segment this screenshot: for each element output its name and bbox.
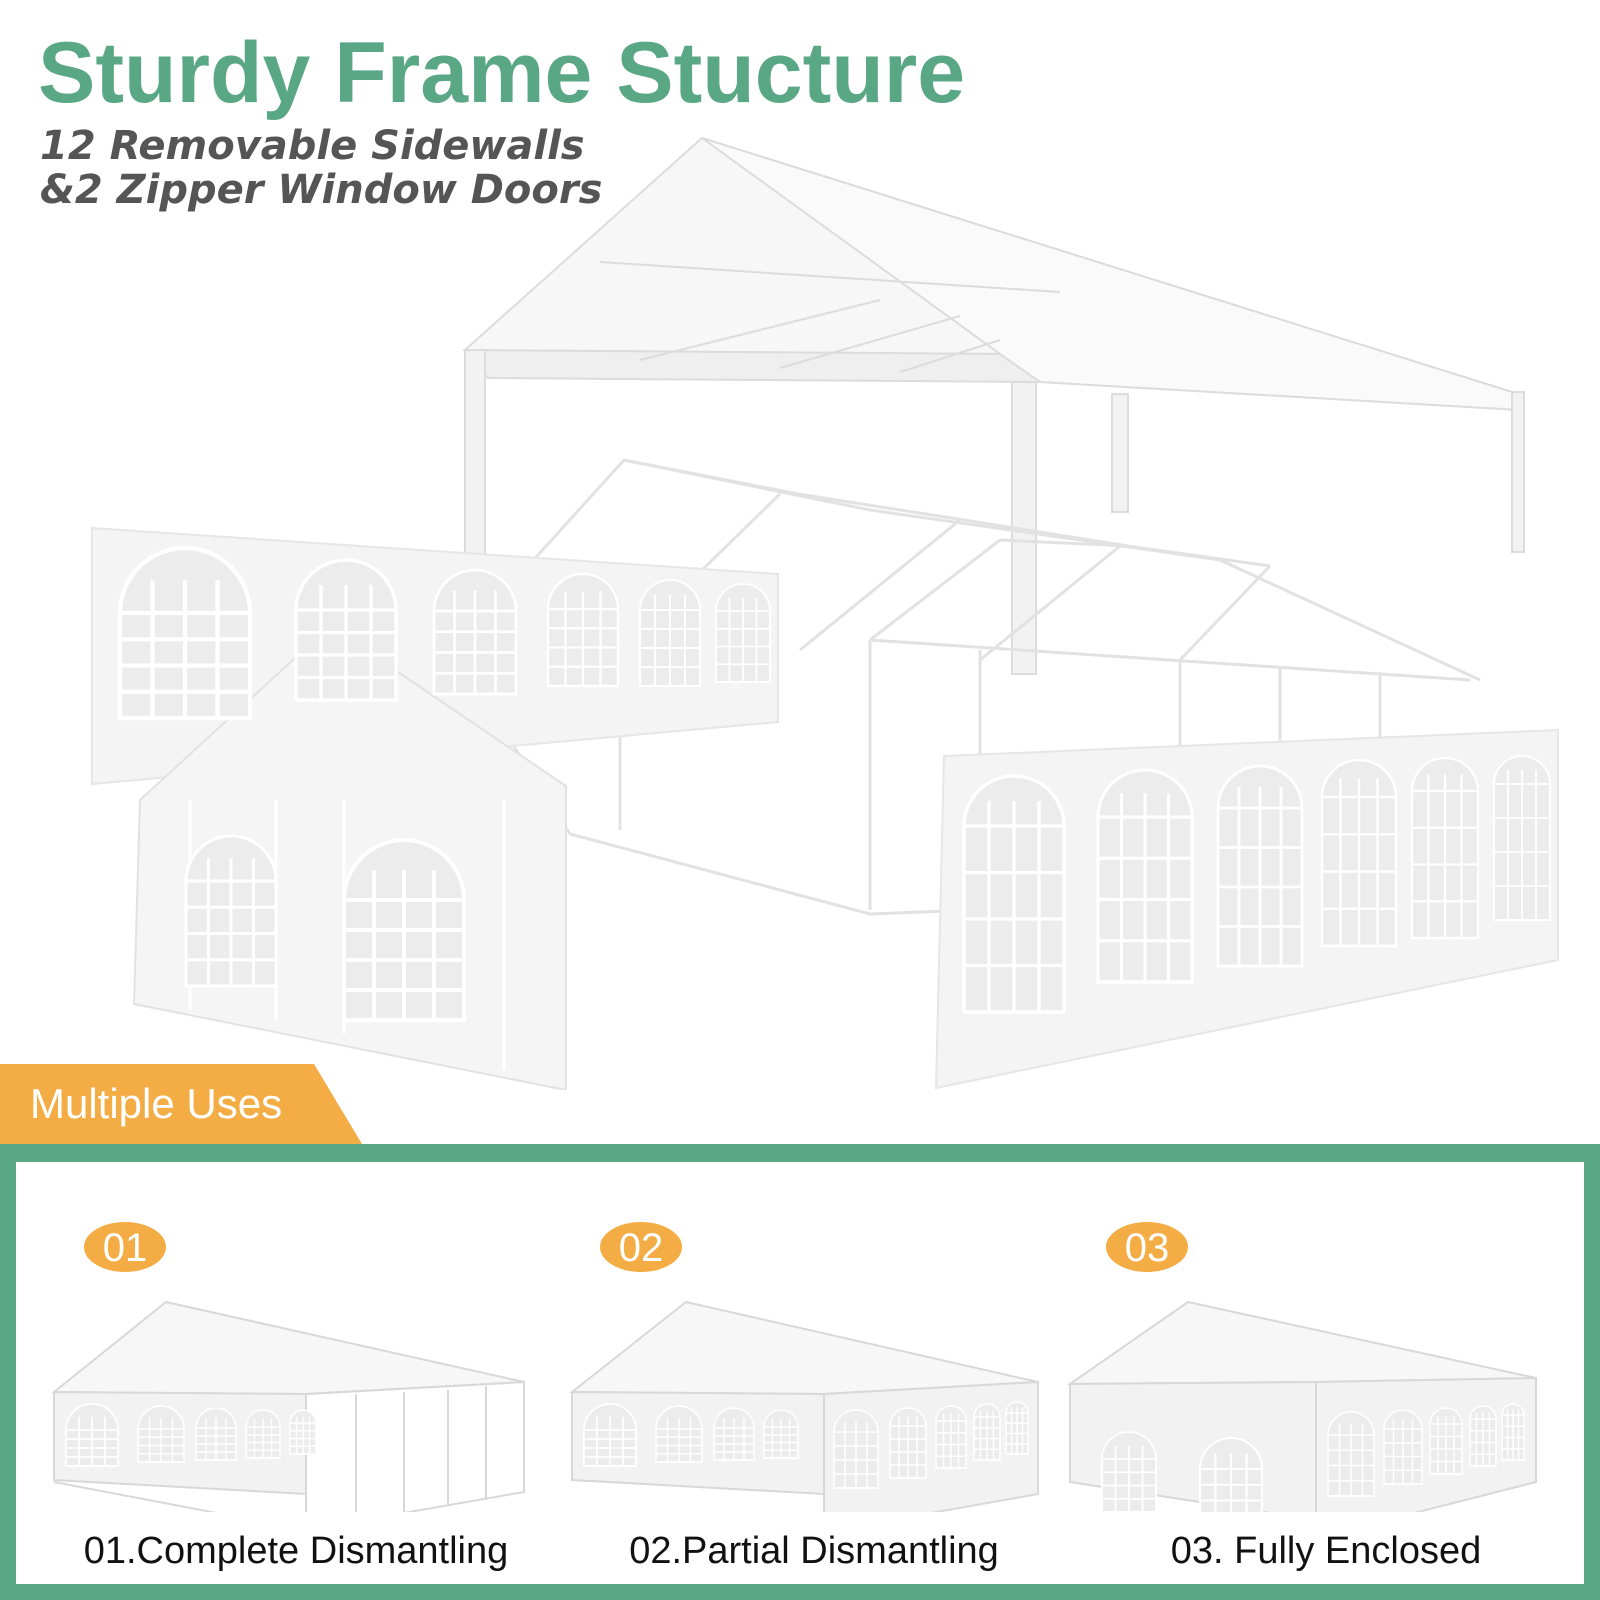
arched-window-icon: [1198, 1437, 1264, 1512]
page-title: Sturdy Frame Stucture: [38, 25, 966, 121]
use-badge-02: 02: [600, 1222, 682, 1272]
arched-window-icon: [1327, 1411, 1375, 1497]
tent-enclosed-illustration: [1066, 1300, 1537, 1512]
tent-open-illustration: [51, 1300, 525, 1512]
arched-window-icon: [1469, 1405, 1497, 1467]
arched-window-icon: [1101, 1431, 1157, 1512]
tent-partial-illustration: [569, 1300, 1039, 1512]
arched-window-icon: [546, 572, 620, 688]
arched-window-icon: [289, 1409, 317, 1455]
arched-window-icon: [65, 1403, 119, 1467]
arched-window-icon: [1216, 764, 1304, 968]
use-card-partial-dismantling: 02 02.Partial Dismantling: [554, 1162, 1074, 1584]
arched-window-icon: [184, 834, 278, 988]
arched-window-icon: [713, 1407, 755, 1461]
arched-window-icon: [1383, 1409, 1423, 1485]
arched-window-icon: [889, 1407, 927, 1479]
subtitle-line-2: &2 Zipper Window Doors: [40, 167, 603, 213]
arched-window-icon: [1429, 1407, 1463, 1475]
use-card-complete-dismantling: 01 01.Complete Dismantling: [36, 1162, 556, 1584]
arched-window-icon: [655, 1405, 703, 1463]
uses-panel: 01 01.Complete Dismantling 02: [0, 1144, 1600, 1600]
arched-window-icon: [935, 1405, 967, 1469]
use-caption-complete-dismantling: 01.Complete Dismantling: [83, 1530, 509, 1572]
sidewall-windows: [117, 545, 1551, 1022]
arched-window-icon: [294, 558, 398, 702]
arched-window-icon: [1501, 1403, 1525, 1461]
arched-window-icon: [639, 579, 701, 687]
arched-window-icon: [763, 1409, 799, 1459]
use-badge-03: 03: [1106, 1222, 1188, 1272]
arched-window-icon: [1410, 756, 1480, 940]
page-subtitle: 12 Removable Sidewalls &2 Zipper Window …: [40, 124, 602, 212]
card1-windows: [65, 1403, 317, 1467]
arched-window-icon: [342, 838, 466, 1022]
use-caption-fully-enclosed: 03. Fully Enclosed: [1170, 1530, 1482, 1572]
tent-exploded-illustration: [91, 136, 1559, 1090]
arched-window-icon: [1005, 1401, 1029, 1455]
arched-window-icon: [432, 568, 518, 696]
arched-window-icon: [962, 774, 1066, 1014]
arched-window-icon: [583, 1403, 637, 1467]
arched-window-icon: [137, 1405, 185, 1463]
arched-window-icon: [117, 545, 253, 721]
arched-window-icon: [1493, 755, 1551, 921]
arched-window-icon: [245, 1409, 281, 1459]
use-caption-partial-dismantling: 02.Partial Dismantling: [629, 1530, 999, 1572]
banner-shape: [0, 1064, 362, 1144]
roof-canopy: [462, 136, 1525, 675]
card3-windows: [1101, 1403, 1525, 1512]
arched-window-icon: [833, 1409, 879, 1489]
arched-window-icon: [715, 583, 771, 683]
multiple-uses-label: Multiple Uses: [30, 1080, 283, 1127]
arched-window-icon: [1096, 768, 1194, 984]
subtitle-line-1: 12 Removable Sidewalls: [40, 123, 585, 169]
arched-window-icon: [1320, 758, 1398, 948]
card2-windows: [583, 1401, 1029, 1489]
arched-window-icon: [973, 1403, 1001, 1461]
uses-panel-inner: 01 01.Complete Dismantling 02: [16, 1162, 1584, 1584]
use-badge-01: 01: [84, 1222, 166, 1272]
use-card-fully-enclosed: 03 03. Fully Enclosed: [1066, 1162, 1586, 1584]
multiple-uses-banner: Multiple Uses: [0, 1064, 362, 1144]
arched-window-icon: [195, 1407, 237, 1461]
